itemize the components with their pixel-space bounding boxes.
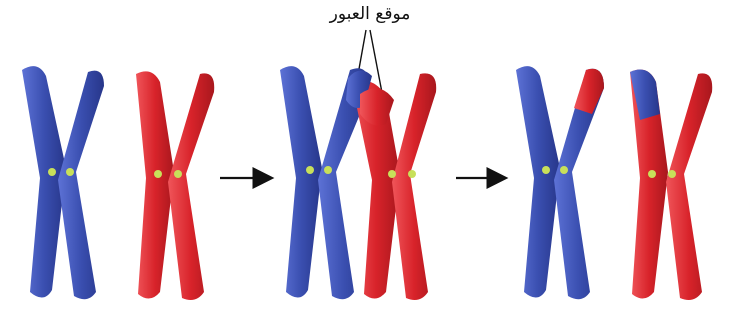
centromere bbox=[408, 170, 416, 178]
stage-1-before bbox=[22, 66, 214, 300]
centromere bbox=[560, 166, 568, 174]
red-chromosome-1 bbox=[136, 71, 214, 300]
centromere bbox=[154, 170, 162, 178]
centromere bbox=[174, 170, 182, 178]
centromere bbox=[668, 170, 676, 178]
recombined-blue-chromosome bbox=[516, 66, 604, 299]
blue-chromosome-1 bbox=[22, 66, 104, 299]
centromere bbox=[648, 170, 656, 178]
centromere bbox=[388, 170, 396, 178]
stage-2-during bbox=[280, 66, 436, 300]
stage-3-after bbox=[516, 66, 712, 300]
centromere bbox=[324, 166, 332, 174]
centromere bbox=[542, 166, 550, 174]
recombined-red-chromosome bbox=[630, 70, 712, 300]
centromere bbox=[306, 166, 314, 174]
centromere bbox=[66, 168, 74, 176]
centromere bbox=[48, 168, 56, 176]
